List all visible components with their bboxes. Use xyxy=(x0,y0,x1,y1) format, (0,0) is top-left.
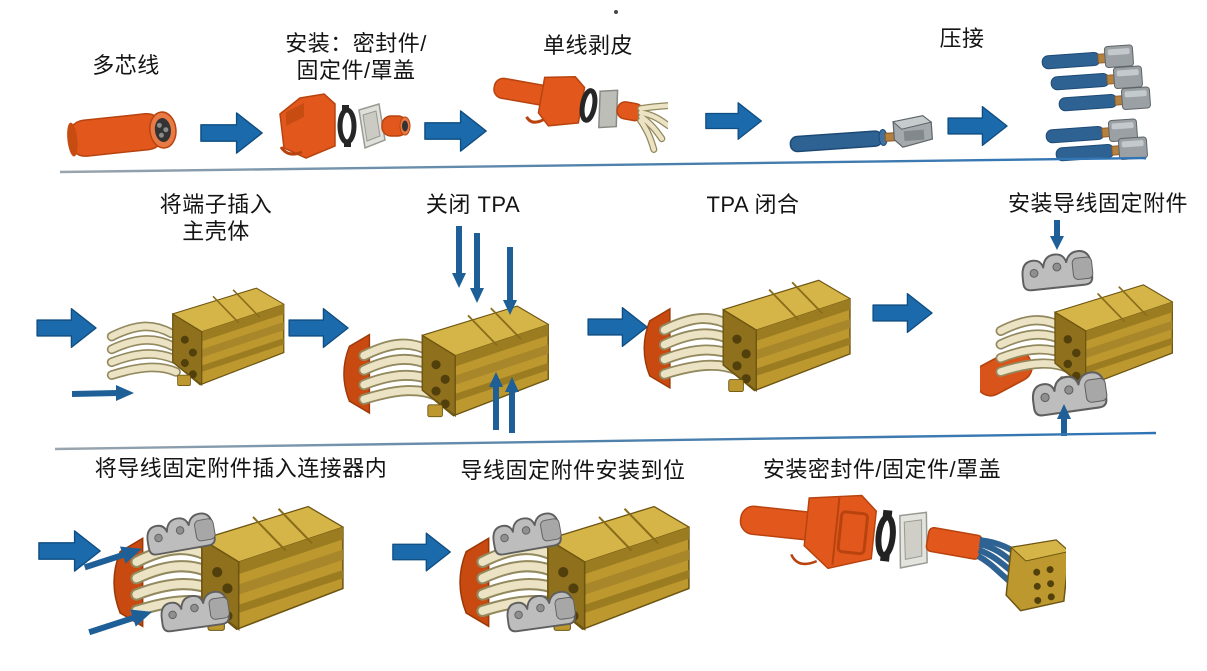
flow-arrow-icon xyxy=(36,307,97,349)
closing-tpa-connector-image xyxy=(343,305,550,418)
clip-insert-arrow-icon xyxy=(88,609,152,636)
clips-installed-image xyxy=(459,505,690,634)
flow-arrow-icon xyxy=(705,102,762,140)
stripped-wires-image xyxy=(493,75,668,153)
tpa-press-down-arrow-icon xyxy=(452,226,466,288)
multi-core-cable-image xyxy=(67,111,177,157)
row-separator-line xyxy=(59,156,1147,174)
single-wire-with-terminal-image xyxy=(789,115,934,153)
flow-arrow-icon xyxy=(587,306,648,348)
flow-arrow-icon xyxy=(392,532,451,572)
clip-install-down-arrow-icon xyxy=(1050,220,1064,250)
step2-label: 安装：密封件/ 固定件/罩盖 xyxy=(285,31,427,83)
seal-retainer-cover-exploded-image xyxy=(279,93,411,159)
step10-label: 导线固定附件安装到位 xyxy=(460,458,686,483)
clip-install-up-arrow-icon xyxy=(1057,404,1071,436)
step1-label: 多芯线 xyxy=(92,53,160,78)
final-assembly-image xyxy=(739,494,1066,612)
tpa-press-up-arrow-icon xyxy=(489,372,503,430)
connector-with-cable-image xyxy=(980,284,1174,397)
flow-arrow-icon xyxy=(288,307,349,349)
insert-direction-arrow-icon xyxy=(72,385,134,401)
step5-label: 将端子插入 主壳体 xyxy=(159,192,273,244)
step3-label: 单线剥皮 xyxy=(542,33,633,58)
flow-arrow-icon xyxy=(872,292,933,334)
stray-dot-mark xyxy=(614,10,618,14)
terminals-inserted-into-housing-image xyxy=(102,287,285,387)
tpa-press-down-arrow-icon xyxy=(470,233,484,303)
step11-label: 安装密封件/固定件/罩盖 xyxy=(762,457,1002,482)
row-separator-line xyxy=(54,431,1157,451)
step9-label: 将导线固定附件插入连接器内 xyxy=(94,456,388,481)
crimped-wire-bundle-image xyxy=(1040,44,1152,162)
tpa-press-up-arrow-icon xyxy=(505,377,519,433)
flow-arrow-icon xyxy=(947,105,1008,147)
tpa-press-down-arrow-icon xyxy=(503,247,517,315)
tpa-closed-connector-image xyxy=(643,279,851,393)
flow-arrow-icon xyxy=(424,110,487,152)
clip-insert-arrow-icon xyxy=(83,546,142,571)
step8-label: 安装导线固定附件 xyxy=(1007,191,1188,216)
step6-label: 关闭 TPA xyxy=(425,192,521,217)
step4-label: 压接 xyxy=(939,26,985,51)
step7-label: TPA 闭合 xyxy=(706,192,800,217)
